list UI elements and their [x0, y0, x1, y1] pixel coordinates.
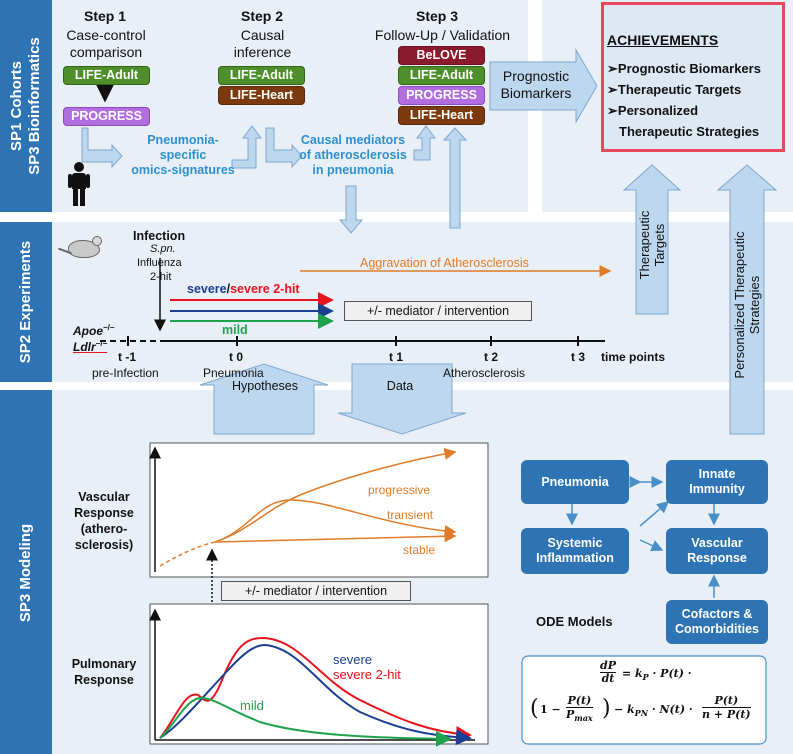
sp3-sidebar	[0, 390, 52, 754]
pulmonary-chart-box	[149, 603, 489, 745]
flow-arrows-sp1	[81, 48, 598, 234]
tick-label-tm1: t -1	[118, 350, 136, 364]
curve-severe	[159, 643, 472, 746]
progress-pill-1: PROGRESS	[63, 107, 150, 126]
data-label: Data	[386, 379, 414, 393]
label-mild: mild	[240, 698, 264, 713]
sp1-sidebar	[0, 0, 52, 212]
step1-title: Step 1	[83, 8, 126, 24]
mild-legend: mild	[222, 323, 248, 337]
achievement-item-personalized: ➢Personalized	[607, 103, 699, 118]
life-adult-pill-2: LIFE-Adult	[218, 66, 305, 85]
exchange-arrows	[199, 363, 467, 435]
ldlr-label: Ldlr−/−	[73, 339, 108, 354]
vascular-chart-box	[149, 442, 489, 578]
tick-label-t3: t 3	[571, 350, 586, 364]
curve-progressive	[214, 447, 457, 543]
tick-label-t1: t 1	[389, 350, 404, 364]
down-arrow-mediators	[338, 185, 364, 234]
sp2-sidebar	[0, 222, 52, 382]
hypotheses-arrow	[199, 363, 329, 435]
aggravation-label: Aggravation of Atherosclerosis	[360, 256, 529, 270]
tick-label-t0: t 0	[229, 350, 244, 364]
up-arrow-validation	[442, 127, 468, 229]
curved-arrow-4	[413, 125, 436, 161]
curve-severe2hit	[159, 636, 472, 742]
achievement-item-targets: ➢Therapeutic Targets	[607, 82, 742, 97]
label-transient: transient	[387, 508, 434, 522]
achievements-box	[601, 2, 785, 152]
achievement-item-biomarkers: ➢Prognostic Biomarkers	[607, 61, 761, 76]
data-arrow	[337, 363, 467, 435]
influenza-label: Influenza	[137, 257, 182, 269]
timeline-ticks	[127, 336, 579, 346]
targets-arrow	[622, 164, 682, 315]
two-hit-label: 2-hit	[150, 271, 172, 283]
hypotheses-label: Hypotheses	[231, 379, 298, 393]
tick-label-t2: t 2	[484, 350, 499, 364]
person-icon	[68, 162, 90, 206]
curved-arrow-3	[265, 127, 303, 169]
spn-label: S.pn.	[150, 243, 176, 255]
ode-models-label: ODE Models	[536, 614, 613, 629]
life-heart-pill-1: LIFE-Heart	[218, 86, 305, 105]
life-heart-pill-2: LIFE-Heart	[398, 106, 485, 125]
mediator-box-sp2: +/- mediator / intervention	[344, 301, 532, 321]
belove-pill: BeLOVE	[398, 46, 485, 65]
apoe-label: Apoe−/−	[73, 323, 115, 338]
strategies-arrow	[716, 164, 778, 435]
label-stable: stable	[403, 543, 436, 557]
curve-stable	[214, 530, 457, 543]
label-severe: severe	[333, 652, 373, 667]
curve-transient	[214, 499, 457, 543]
ode-formula: dP dt = kP · P(t) · ( 1 − P(t) Pmax ) − …	[530, 659, 751, 724]
achievements-title: ACHIEVEMENTS	[607, 32, 719, 48]
prognostic-arrow	[489, 48, 598, 124]
curve-mild	[159, 696, 452, 747]
severe-legend: severe/severe 2-hit	[187, 282, 300, 296]
curved-arrow-1	[81, 127, 123, 169]
achievements-list: ➢Prognostic Biomarkers ➢Therapeutic Targ…	[607, 58, 787, 142]
life-adult-pill-1: LIFE-Adult	[63, 66, 150, 85]
phase-atherosclerosis: Atherosclerosis	[443, 366, 526, 380]
ode-formula-box	[521, 655, 767, 745]
label-severe-2hit: severe 2-hit	[333, 667, 401, 682]
curved-arrow-2	[231, 125, 262, 169]
mediator-box-sp3: +/- mediator / intervention	[221, 581, 411, 601]
progress-pill-2: PROGRESS	[398, 86, 485, 105]
big-vertical-arrows	[622, 164, 778, 435]
step3-title: Step 3	[415, 8, 458, 24]
mouse-icon	[58, 232, 106, 262]
infection-label: Infection	[133, 229, 186, 243]
phase-pneumonia: Pneumonia	[203, 366, 264, 380]
node-cofactors: Cofactors &Comorbidities	[666, 600, 768, 644]
step2-title: Step 2	[240, 8, 283, 24]
life-adult-pill-3: LIFE-Adult	[398, 66, 485, 85]
label-progressive: progressive	[368, 483, 431, 497]
step3-subtitle: Follow-Up / Validation	[374, 27, 511, 43]
achievement-item-strategies: Therapeutic Strategies	[619, 124, 760, 139]
node-pneumonia: Pneumonia	[521, 460, 629, 504]
phase-pre-infection: pre-Infection	[92, 366, 159, 380]
timepoints-label: time points	[601, 350, 666, 364]
ode-arrows	[566, 476, 720, 598]
